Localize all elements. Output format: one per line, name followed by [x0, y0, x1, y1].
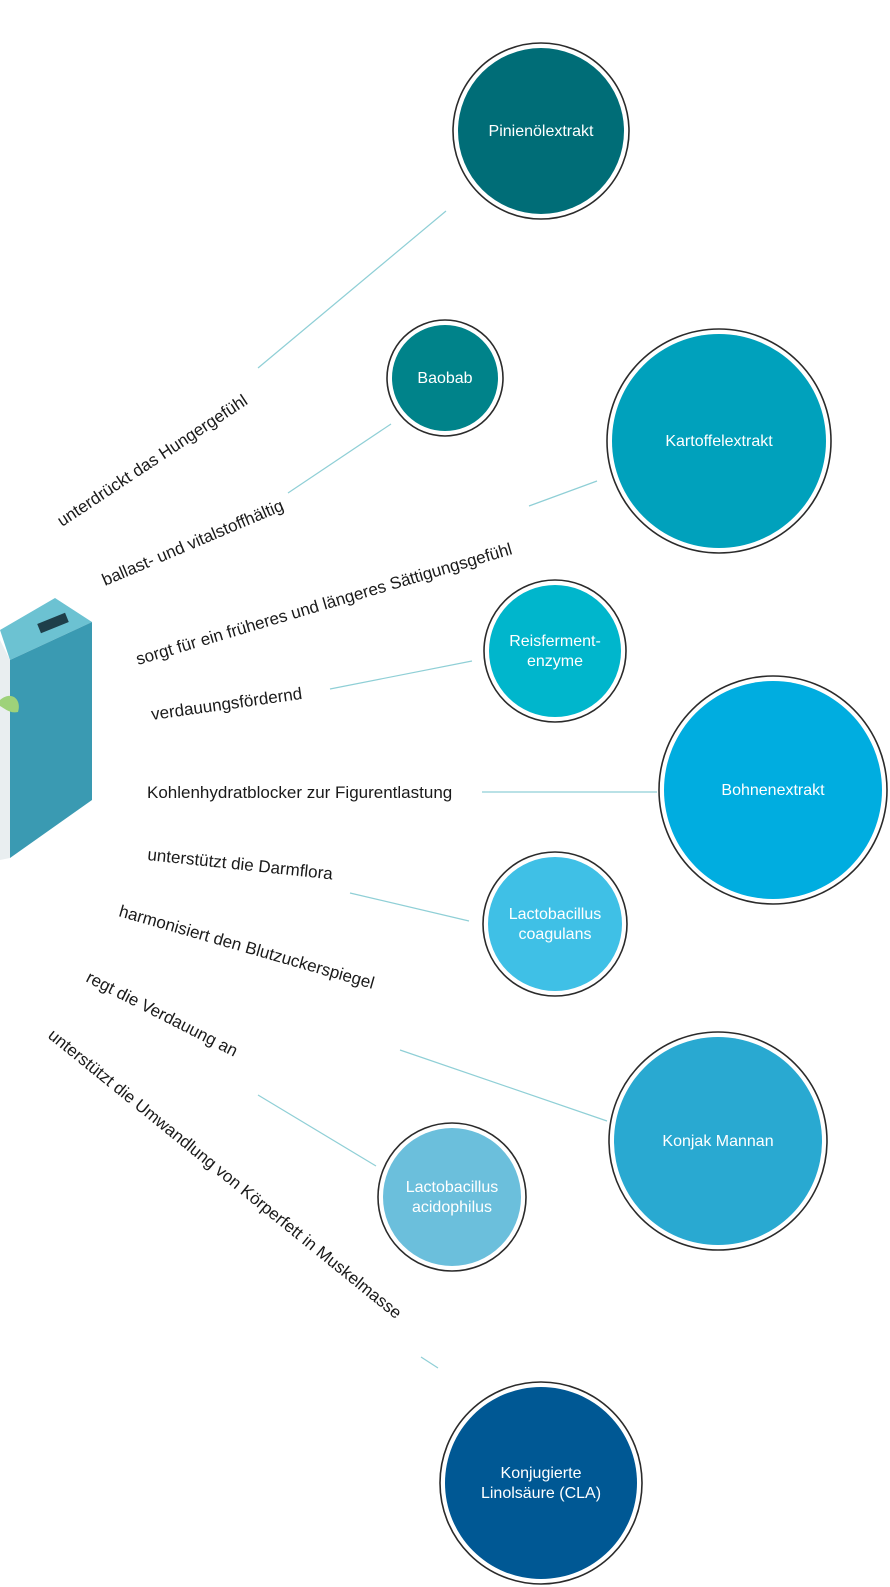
ingredient-name: Baobab [417, 370, 472, 387]
benefit-label: unterdrückt das Hungergefühl [54, 391, 251, 530]
benefit-label: unterstützt die Darmflora [147, 845, 335, 883]
ingredient-name: coagulans [519, 926, 592, 943]
ingredient-circle-fill [489, 585, 621, 717]
connector-line [329, 660, 473, 690]
ingredient-circle-fill [488, 857, 622, 991]
ingredient-circle: Pinienölextrakt [452, 42, 630, 220]
connector-line [349, 892, 470, 922]
connector-lines [257, 210, 657, 1369]
ingredient-circle-fill [445, 1387, 637, 1579]
connector-line [528, 480, 598, 507]
product-box-leaf [0, 695, 19, 713]
benefit-label: unterstützt die Umwandlung von Körperfet… [44, 1025, 405, 1322]
product-box-image [0, 598, 92, 860]
product-box-side [0, 640, 10, 860]
benefit-label: harmonisiert den Blutzuckerspiegel [117, 902, 377, 993]
ingredient-circle-fill [392, 325, 498, 431]
ingredient-name: enzyme [527, 653, 583, 670]
ingredient-circle: Konjak Mannan [608, 1031, 828, 1251]
ingredient-circle-fill [614, 1037, 822, 1245]
connector-line [420, 1356, 439, 1369]
ingredient-circle: Baobab [386, 319, 504, 437]
ingredient-name: Konjak Mannan [662, 1133, 773, 1150]
benefit-label: sorgt für ein früheres und längeres Sätt… [134, 539, 515, 668]
ingredient-name: Reisferment- [509, 633, 601, 650]
ingredient-name: Konjugierte [501, 1465, 582, 1482]
ingredient-name: Lactobacillus [406, 1179, 499, 1196]
product-box-icons [37, 612, 69, 634]
connector-line [287, 423, 392, 494]
ingredient-name: Lactobacillus [509, 906, 602, 923]
benefit-label: regt die Verdauung an [83, 968, 241, 1061]
ingredient-name: Kartoffelextrakt [665, 433, 773, 450]
ingredient-circle: Lactobacillus acidophilus [377, 1122, 527, 1272]
ingredient-circles: PinienölextraktBaobabKartoffelextraktRei… [377, 42, 888, 1585]
benefit-label: ballast- und vitalstoffhältig [99, 496, 286, 590]
ingredient-name: Bohnenextrakt [721, 782, 825, 799]
ingredient-circle-fill [664, 681, 882, 899]
ingredient-name: Pinienölextrakt [489, 123, 595, 140]
connector-line [399, 1049, 608, 1122]
connector-line [257, 1094, 377, 1167]
benefit-label: verdauungsfördernd [150, 684, 303, 724]
ingredient-circle-fill [458, 48, 624, 214]
ingredient-name: Linolsäure (CLA) [481, 1485, 601, 1502]
ingredient-circle: Bohnenextrakt [658, 675, 888, 905]
ingredient-name: acidophilus [412, 1199, 492, 1216]
connector-line [257, 210, 447, 369]
ingredient-circle: Lactobacillus coagulans [482, 851, 628, 997]
product-box-front [10, 622, 92, 858]
benefit-label: Kohlenhydratblocker zur Figurentlastung [147, 783, 452, 802]
ingredient-circle: Reisferment-enzyme [483, 579, 627, 723]
ingredient-circle-fill [612, 334, 826, 548]
ingredient-circle-fill [383, 1128, 521, 1266]
ingredient-circle: Kartoffelextrakt [606, 328, 832, 554]
